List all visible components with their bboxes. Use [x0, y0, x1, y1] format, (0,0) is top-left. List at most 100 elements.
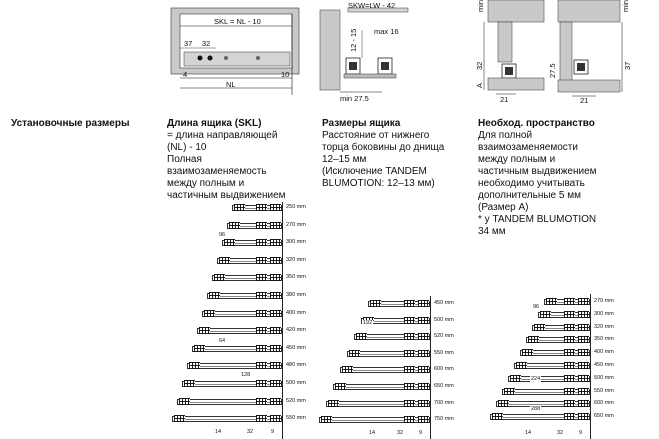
hole-pattern — [404, 399, 415, 407]
dim-14-label: 14 — [214, 429, 223, 435]
runner-length-label: 500 mm — [434, 316, 454, 323]
hole-pattern — [270, 362, 281, 370]
hole-pattern — [578, 387, 589, 395]
hole-pattern — [578, 349, 589, 357]
runner-length-label: 250 mm — [286, 204, 306, 210]
drawing-skl: SKL = NL - 10 37 32 4 10 NL — [166, 0, 308, 100]
skl-text-line: (NL) - 10 — [167, 142, 207, 153]
drawing-space-a: min 32 A 21 — [476, 0, 545, 104]
hole-pattern — [404, 333, 415, 341]
runner-length-label: 380 mm — [286, 292, 306, 298]
hole-pattern — [256, 380, 267, 387]
runner-length-label: 270 mm — [594, 298, 614, 304]
runner-bar — [192, 345, 282, 352]
hole-pattern — [492, 413, 503, 421]
runner-bar — [520, 350, 590, 357]
skl-text-line: = длина направляющей — [167, 130, 278, 141]
space-text-line: Для полной — [478, 130, 533, 141]
runner-bar — [326, 400, 430, 407]
dim-9-label: 9 — [418, 430, 424, 436]
dim-288-label: 288 — [530, 406, 542, 412]
runner-bar — [222, 240, 282, 247]
dim-21-label-2: 21 — [580, 96, 588, 104]
skl-heading: Длина ящика (SKL) — [167, 118, 262, 129]
runner-bar — [207, 293, 282, 299]
hole-pattern — [256, 239, 267, 247]
hole-pattern — [418, 300, 429, 307]
dim-32-label: 32 — [556, 430, 565, 436]
hole-pattern — [270, 344, 281, 352]
skl-text-line: Полная — [167, 154, 202, 165]
hole-pattern — [564, 387, 575, 395]
hole-pattern — [270, 204, 281, 211]
hole-pattern — [256, 397, 267, 405]
install-column: Установочные размеры — [11, 118, 161, 130]
drawing-skw: SKW=LW - 42 max 16 12 - 15 min 27.5 — [319, 1, 409, 103]
hole-pattern — [256, 292, 267, 299]
skl-column: Длина ящика (SKL) = длина направляющей (… — [167, 118, 317, 202]
hole-pattern — [209, 292, 220, 299]
runner-length-label: 420 mm — [286, 327, 306, 334]
hole-pattern — [546, 298, 557, 305]
space-text-line: 34 мм — [478, 226, 506, 237]
runner-bar — [187, 363, 282, 370]
hole-pattern — [270, 292, 281, 299]
hole-pattern — [578, 323, 589, 331]
runner-bar — [502, 388, 590, 395]
dim-37-label: 37 — [184, 39, 192, 48]
runner-bar — [177, 398, 282, 405]
runner-length-label: 450 mm — [286, 344, 306, 351]
drawer-heading: Размеры ящика — [322, 118, 401, 129]
hole-pattern — [404, 300, 415, 307]
drawer-text-line: 12–15 мм — [322, 154, 367, 165]
runner-length-label: 320 mm — [594, 323, 614, 330]
runner-bar — [496, 401, 590, 408]
drawer-text-line: Расстояние от нижнего — [322, 130, 430, 141]
skl-text-line: частичным выдвижением — [167, 190, 286, 201]
drawer-text-line: (Исключение TANDEM — [322, 166, 427, 177]
hole-pattern — [219, 256, 230, 264]
space-column: Необход. пространство Для полной взаимоз… — [478, 118, 628, 238]
hole-pattern — [578, 310, 589, 318]
runner-length-label: 750 mm — [434, 416, 454, 423]
hole-pattern — [204, 309, 215, 317]
hole-pattern — [270, 309, 281, 317]
hole-pattern — [270, 256, 281, 264]
hole-pattern — [321, 416, 332, 424]
hole-pattern — [510, 374, 521, 382]
hole-pattern — [328, 399, 339, 407]
runner-bar — [340, 367, 430, 374]
dim-32-label: 32 — [246, 429, 255, 435]
hole-pattern — [564, 310, 575, 318]
hole-pattern — [270, 327, 281, 335]
hole-pattern — [174, 415, 185, 423]
runner-bar — [368, 301, 430, 307]
hole-pattern — [199, 327, 210, 335]
runner-bar — [182, 381, 282, 387]
runner-bar — [514, 363, 590, 369]
hole-pattern — [578, 298, 589, 305]
runner-length-label: 520 mm — [286, 397, 306, 404]
hole-pattern — [256, 256, 267, 264]
hole-pattern — [418, 416, 429, 424]
hole-pattern — [256, 362, 267, 370]
dim-32-label: 32 — [202, 39, 210, 48]
hole-pattern — [504, 387, 515, 395]
hole-pattern — [256, 327, 267, 335]
runner-length-label: 450 mm — [594, 362, 614, 368]
hole-pattern — [224, 239, 235, 247]
space-text-line: необходимо учитывать — [478, 178, 585, 189]
runner-bar — [347, 350, 430, 357]
hole-pattern — [522, 349, 533, 357]
runner-bar — [508, 375, 590, 382]
hole-pattern — [256, 204, 267, 211]
runner-length-label: 450 mm — [434, 300, 454, 306]
runner-length-label: 400 mm — [286, 309, 306, 316]
hole-pattern — [498, 400, 509, 408]
skl-text-line: между полным и — [167, 178, 245, 189]
runner-length-label: 520 mm — [434, 333, 454, 340]
hole-pattern — [256, 274, 267, 282]
runner-length-label: 500 mm — [286, 380, 306, 386]
